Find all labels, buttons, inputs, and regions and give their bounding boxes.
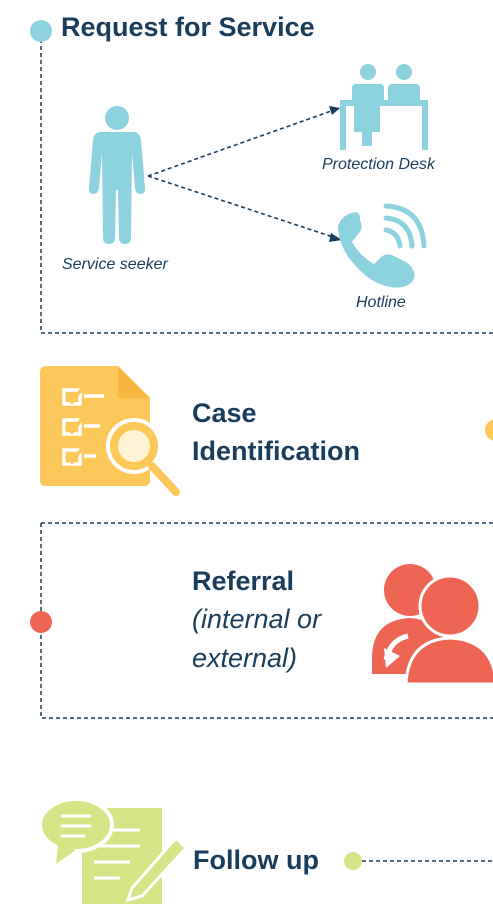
people-refresh-icon [372,564,493,686]
arrow-to-desk [147,109,335,177]
request-title: Request for Service [61,12,315,42]
protection-desk-label: Protection Desk [322,156,435,173]
referral-dot [30,611,52,633]
followup-title: Follow up [193,845,319,875]
arrow-to-hotline [147,175,337,239]
phone-icon [338,203,427,288]
case-title-line1: Case [192,398,257,428]
request-frame-line [40,32,493,334]
referral-frame-left [40,523,493,719]
referral-title: Referral [192,566,295,596]
followup-dot [344,852,362,870]
case-dot [485,419,493,441]
arrowhead-hotline [329,233,342,242]
service-seeker-label: Service seeker [62,256,168,273]
referral-subtitle-line2: external) [192,643,298,673]
case-title-line2: Identification [192,436,360,466]
desk-icon [340,64,428,150]
person-icon [88,106,146,244]
document-chat-icon [38,797,189,908]
arrowhead-desk [329,106,340,115]
request-dot [30,20,52,42]
checklist-icon [40,366,180,496]
referral-subtitle-line1: (internal or [192,604,322,634]
hotline-label: Hotline [356,294,406,311]
